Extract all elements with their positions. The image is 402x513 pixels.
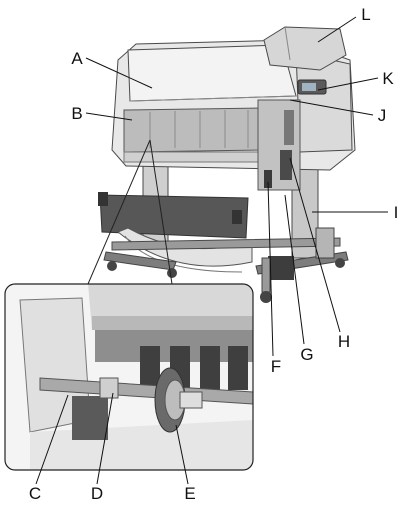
callout-label-b: B xyxy=(71,104,82,123)
basket-left-clip xyxy=(98,192,108,206)
inset-slot-3 xyxy=(200,346,220,390)
top-cover-edge xyxy=(129,95,297,102)
caster-wheel-right xyxy=(335,258,345,268)
callout-labels: L A K J B I H G F C D E xyxy=(29,5,399,503)
callout-label-k: K xyxy=(382,69,394,88)
roll-unit-slot xyxy=(284,110,294,145)
caster-wheel-left xyxy=(107,261,117,271)
zoom-line-left xyxy=(87,139,151,285)
inset-border xyxy=(4,283,254,471)
caster-wheel-front xyxy=(260,291,272,303)
leader-line-f xyxy=(267,181,274,357)
stand-front-block xyxy=(268,256,294,280)
basket-right-clip xyxy=(232,210,242,224)
callout-label-e: E xyxy=(184,484,195,503)
leader-line-g xyxy=(284,194,305,345)
shaft-end-stopper xyxy=(99,377,119,399)
roll-unit-latch xyxy=(280,150,292,180)
printer-body xyxy=(111,26,356,191)
leader-lines xyxy=(35,16,388,485)
stand-right-bracket xyxy=(315,227,335,259)
leader-line-e xyxy=(175,424,189,485)
callout-label-i: I xyxy=(394,203,399,222)
callout-label-d: D xyxy=(91,484,103,503)
callout-label-l: L xyxy=(361,5,370,24)
leader-line-a xyxy=(85,57,153,89)
stand-crossbar xyxy=(111,237,341,251)
callout-label-h: H xyxy=(338,332,350,351)
callout-label-g: G xyxy=(300,345,313,364)
callout-label-j: J xyxy=(378,106,387,125)
callout-label-c: C xyxy=(29,484,41,503)
detail-inset xyxy=(5,284,253,470)
basket-back-cloth xyxy=(99,194,249,239)
control-panel-display xyxy=(302,83,316,91)
caster-wheel-center xyxy=(167,268,177,278)
inset-slot-4 xyxy=(228,346,248,390)
leader-line-h xyxy=(289,157,341,333)
roll-holder-cover-ridge xyxy=(284,26,291,61)
callout-label-f: F xyxy=(271,357,281,376)
roll-holder-hub xyxy=(179,391,203,409)
leader-line-d xyxy=(96,392,114,485)
zoom-line-right xyxy=(149,139,173,285)
leader-line-b xyxy=(85,112,133,121)
printer-stand xyxy=(98,159,349,303)
stand-front-leg xyxy=(261,257,271,293)
inset-left-bracket xyxy=(72,396,108,440)
leader-line-k xyxy=(317,77,379,91)
leader-line-l xyxy=(317,16,357,43)
inset-top-strip xyxy=(92,316,253,330)
roll-unit-lever xyxy=(264,170,272,188)
paper-output-slot xyxy=(123,107,263,153)
leader-line-c xyxy=(35,394,69,485)
inset-slot-1 xyxy=(140,346,160,390)
leader-line-j xyxy=(289,99,374,116)
callout-label-a: A xyxy=(71,49,83,68)
